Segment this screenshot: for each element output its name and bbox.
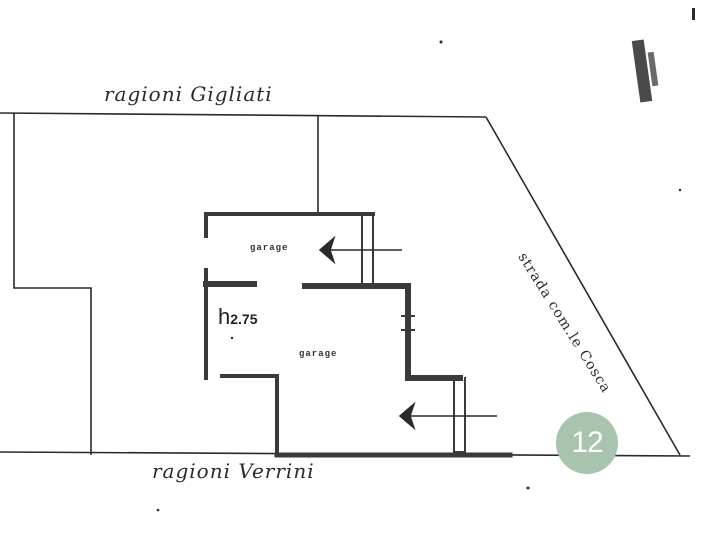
entrance-arrows [318,235,497,431]
drawing-marks [156,8,695,512]
upper-wall [204,212,375,238]
garage-walls [203,212,513,458]
upper-arrow-head [318,235,336,265]
garage-upper-label: garage [250,243,289,253]
height-prefix: h [218,304,231,329]
lower-left-wall [220,374,279,457]
page-number-badge: 12 [556,412,618,474]
garage-lower-label: garage [299,349,338,359]
signature-scribble [631,39,653,103]
north-boundary-line [0,112,487,118]
page-number: 12 [571,426,603,459]
north-boundary-label: ragioni Gigliati [104,82,273,106]
height-value: 2.75 [230,311,258,327]
lower-arrow-head [398,401,416,431]
left-lot-line [13,113,92,455]
south-boundary-label: ragioni Verrini [152,459,315,483]
height-label: h2.75 [218,304,258,330]
lower-right-jamb [453,377,466,453]
mid-wall [302,283,463,381]
street-boundary-line [485,116,681,456]
